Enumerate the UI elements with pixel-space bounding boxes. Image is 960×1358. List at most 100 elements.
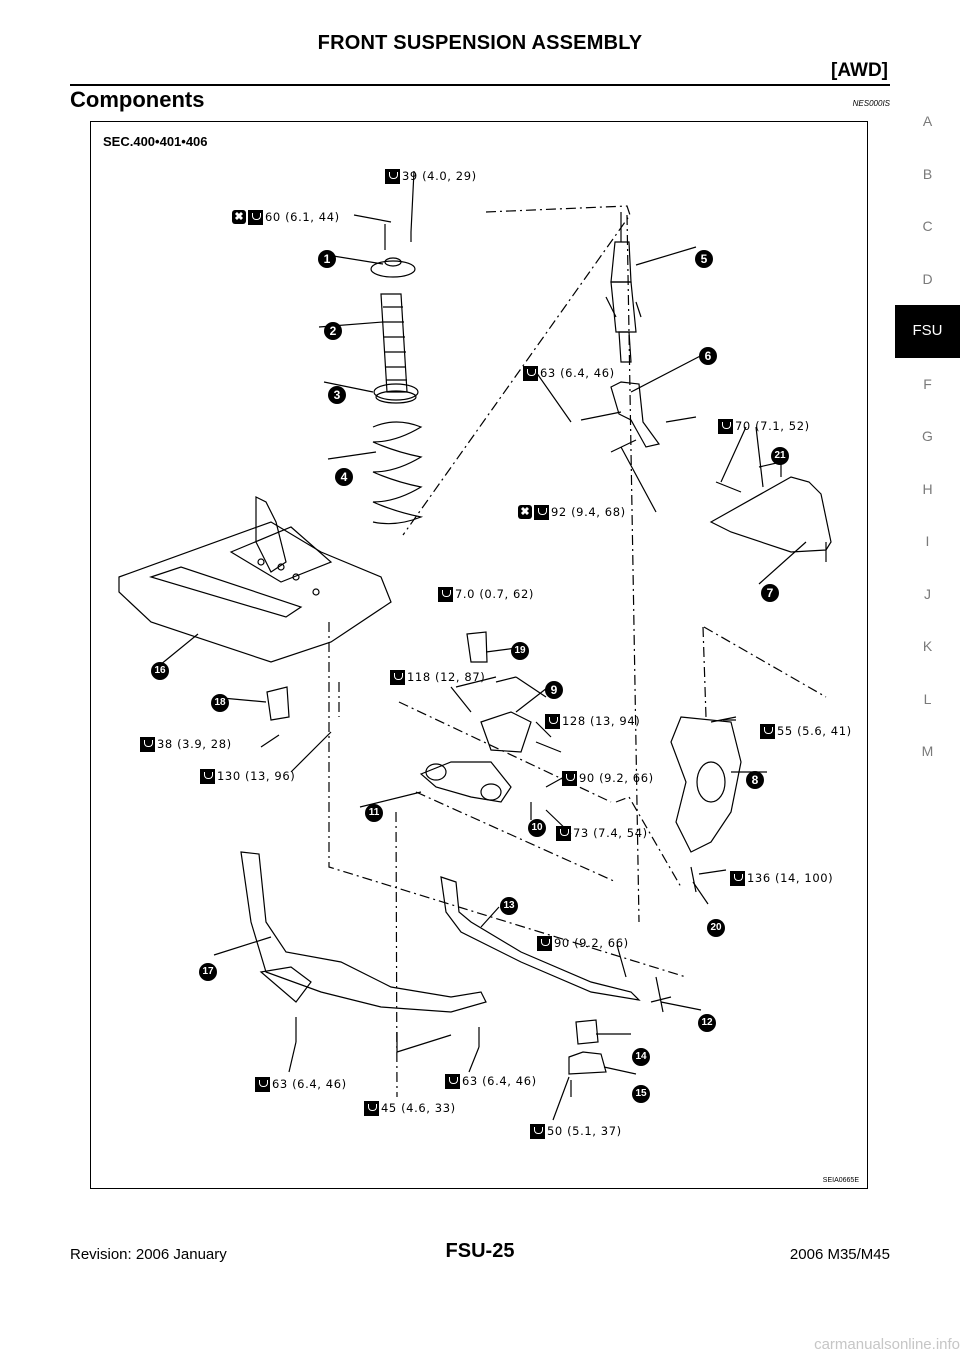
front-suspension-member-outline — [118, 521, 392, 663]
side-index-item[interactable]: C — [922, 218, 933, 234]
side-index-item-active[interactable]: FSU — [895, 305, 960, 358]
torque-spec: 45 (4.6, 33) — [364, 1099, 456, 1117]
callout-number: 5 — [695, 250, 713, 268]
callout-number: 17 — [199, 963, 217, 981]
bolt-outline — [450, 676, 562, 753]
side-index-item[interactable]: H — [922, 480, 933, 497]
leader-line — [159, 246, 807, 1075]
callout-number: 2 — [324, 322, 342, 340]
callout-number: 12 — [698, 1014, 716, 1032]
bound-bumper-outline — [380, 293, 408, 393]
side-index-item[interactable]: I — [925, 533, 930, 549]
torque-wrench-icon — [760, 723, 775, 739]
bracket-outline — [466, 631, 488, 663]
side-index-item[interactable]: L — [923, 690, 932, 707]
knuckle-hub-hole — [696, 761, 726, 803]
shock-absorber-outline — [610, 281, 637, 333]
torque-spec-text: 90 (9.2, 66) — [554, 936, 629, 950]
bushing-outline — [425, 763, 447, 781]
torque-spec-text: 45 (4.6, 33) — [381, 1101, 456, 1115]
non-reusable-icon: ✖ — [518, 505, 532, 519]
torque-wrench-icon-detail — [549, 716, 558, 724]
torque-spec-text: 39 (4.0, 29) — [402, 169, 477, 183]
strut-mount-outline — [370, 260, 416, 278]
member-hole — [292, 573, 300, 581]
torque-spec-text: 63 (6.4, 46) — [540, 366, 615, 380]
strut-mount-outline — [384, 224, 412, 250]
torque-wrench-icon — [730, 870, 745, 886]
torque-spec: 7.0 (0.7, 62) — [438, 585, 534, 603]
torque-spec: 118 (12, 87) — [390, 668, 485, 686]
footer-model: 2006 M35/M45 — [789, 1246, 890, 1263]
torque-spec: 63 (6.4, 46) — [255, 1075, 347, 1093]
torque-spec-text: 50 (5.1, 37) — [547, 1124, 622, 1138]
torque-spec: 39 (4.0, 29) — [385, 167, 477, 185]
torque-spec: ✖ 60 (6.1, 44) — [232, 208, 340, 226]
torque-spec-text: 38 (3.9, 28) — [157, 737, 232, 751]
torque-wrench-icon — [445, 1073, 460, 1089]
callout-number: 18 — [211, 694, 229, 712]
torque-spec: 73 (7.4, 54) — [556, 824, 648, 842]
bushing-outline — [480, 783, 502, 801]
bolt-outline — [690, 716, 737, 893]
torque-wrench-icon-detail — [389, 171, 398, 179]
torque-wrench-icon — [248, 209, 263, 225]
torque-spec: 90 (9.2, 66) — [537, 934, 629, 952]
torque-spec-text: 60 (6.1, 44) — [265, 210, 340, 224]
footer-revision: Revision: 2006 January — [70, 1246, 227, 1263]
strut-mount-outline — [384, 257, 402, 267]
bracket-outline — [266, 686, 290, 721]
leader-line — [260, 170, 764, 1121]
callout-number: 3 — [328, 386, 346, 404]
page-header-title: FRONT SUSPENSION ASSEMBLY — [317, 32, 643, 54]
torque-spec-text: 63 (6.4, 46) — [462, 1074, 537, 1088]
side-index-item[interactable]: D — [922, 270, 933, 287]
torque-wrench-icon — [255, 1076, 270, 1092]
callout-number: 15 — [632, 1085, 650, 1103]
torque-spec-text: 90 (9.2, 66) — [579, 771, 654, 785]
callout-number: 6 — [699, 347, 717, 365]
non-reusable-icon: ✖ — [232, 210, 246, 224]
side-index-item[interactable]: G — [922, 428, 933, 444]
callout-number: 9 — [545, 681, 563, 699]
torque-spec-text: 92 (9.4, 68) — [551, 505, 626, 519]
side-index-item[interactable]: J — [924, 585, 931, 602]
torque-wrench-icon-detail — [442, 589, 451, 597]
side-index-item[interactable]: B — [922, 165, 933, 182]
stabilizer-bushing-outline — [575, 1019, 599, 1045]
callout-number: 20 — [707, 919, 725, 937]
torque-wrench-icon-detail — [534, 1126, 543, 1134]
torque-spec-text: 7.0 (0.7, 62) — [455, 587, 534, 601]
side-index-item[interactable]: K — [922, 638, 933, 654]
torque-spec-text: 130 (13, 96) — [217, 769, 296, 783]
stabilizer-bar-outline — [440, 876, 641, 1001]
upper-bracket-outline — [610, 381, 661, 448]
torque-wrench-icon — [385, 168, 400, 184]
torque-wrench-icon-detail — [368, 1103, 377, 1111]
torque-wrench-icon — [200, 768, 215, 784]
torque-spec: 50 (5.1, 37) — [530, 1122, 622, 1140]
side-index-item[interactable]: F — [923, 375, 932, 392]
page-header-subtitle: [AWD] — [831, 60, 888, 81]
guide-line — [415, 791, 617, 883]
upper-link-outline — [709, 476, 832, 553]
callout-number: 4 — [335, 468, 353, 486]
torque-wrench-icon-detail — [252, 212, 261, 220]
side-index-item[interactable]: M — [921, 743, 934, 759]
side-index: A B C D FSU F G H I J K L M — [895, 95, 960, 778]
shock-absorber-outline — [618, 331, 632, 363]
callout-number: 1 — [318, 250, 336, 268]
torque-wrench-icon — [562, 770, 577, 786]
torque-wrench-icon — [534, 504, 549, 520]
callout-number: 7 — [761, 584, 779, 602]
side-index-item[interactable]: A — [922, 113, 933, 129]
bolt-outline — [715, 461, 827, 562]
torque-wrench-icon-detail — [722, 421, 731, 429]
torque-wrench-icon — [556, 825, 571, 841]
torque-wrench-icon-detail — [527, 368, 536, 376]
member-stay-outline — [240, 851, 487, 1013]
torque-spec-text: 63 (6.4, 46) — [272, 1077, 347, 1091]
shock-absorber-outline — [605, 296, 642, 318]
torque-wrench-icon-detail — [541, 938, 550, 946]
torque-wrench-icon — [530, 1123, 545, 1139]
